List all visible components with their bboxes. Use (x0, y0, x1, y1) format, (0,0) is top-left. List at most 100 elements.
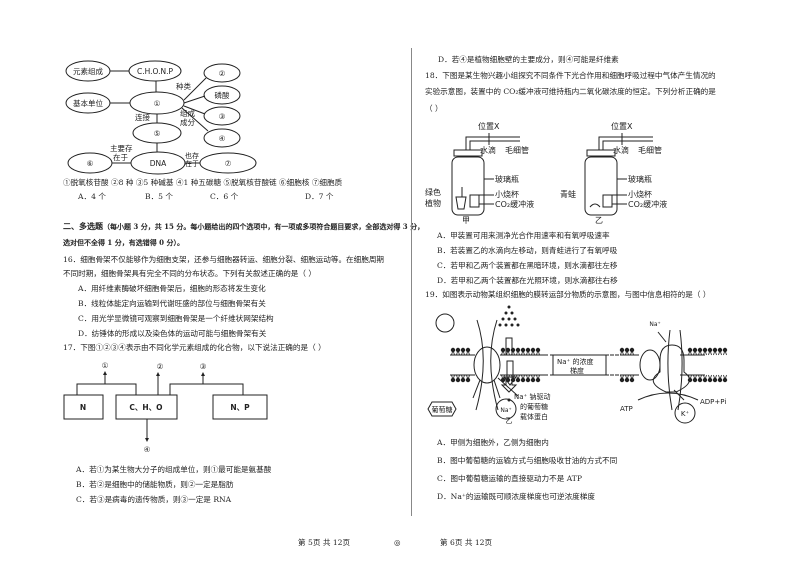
lipid-tail (531, 374, 535, 381)
lipid-tail (698, 374, 702, 381)
label-drop: 水滴 (480, 145, 496, 155)
lipid-tail (620, 374, 624, 381)
lipid-tail (501, 349, 505, 356)
node-6: ⑥ (87, 159, 94, 168)
lipid-tail (451, 349, 455, 356)
label-frog: 青蛙 (560, 189, 576, 199)
label-atp: ATP (620, 405, 633, 413)
lipid-tail (526, 349, 530, 356)
lipid-tail (630, 374, 634, 381)
label-also1: 也存 (185, 151, 199, 160)
lipid-tail (506, 374, 510, 381)
footer-page-5: 第 5页 共 12页 (298, 538, 351, 547)
lipid-tail (708, 349, 712, 356)
label-component1: 组成 (180, 108, 195, 118)
label-3: ③ (200, 362, 207, 371)
q15-option-d[interactable]: D．7 个 (305, 192, 334, 201)
lipid-tail (713, 349, 717, 356)
q19-option-a[interactable]: A．甲侧为细胞外，乙侧为细胞内 (437, 438, 549, 447)
lipid-tail (693, 349, 697, 356)
node-chonp: C.H.O.N.P (137, 67, 173, 76)
lipid-tail (713, 374, 717, 381)
lipid-tail (718, 349, 722, 356)
node-phosphate: 磷酸 (215, 90, 230, 100)
label-mainly2: 在于 (113, 152, 128, 162)
q19-option-d[interactable]: D．Na⁺的运输既可顺浓度梯度也可逆浓度梯度 (437, 492, 595, 501)
node-3: ③ (219, 112, 226, 121)
q18-option-a[interactable]: A．甲装置可用来测净光合作用速率和有氧呼吸速率 (437, 231, 610, 240)
lipid-tail (516, 374, 520, 381)
lipid-tail (630, 349, 634, 356)
lipid-tail (516, 349, 520, 356)
label-plant-1: 绿色 (425, 187, 441, 197)
q18-stem-2: 实验示意图，装置中的 CO₂缓冲液可维持瓶内二氧化碳浓度的恒定。下列分析正确的是 (425, 87, 716, 96)
lipid-tail (461, 349, 465, 356)
box-cho: C、H、O (129, 403, 162, 412)
lipid-tail (456, 374, 460, 381)
q18-stem-3: （ ） (425, 104, 443, 113)
label-gradient-2: 梯度 (570, 366, 584, 375)
lipid-tail (536, 374, 540, 381)
q16-option-d[interactable]: D．纺锤体的形成以及染色体的运动可能与细胞骨架有关 (78, 329, 267, 338)
footer-page-6: 第 6页 共 12页 (440, 538, 493, 547)
label-2: ② (157, 362, 164, 371)
label-k: K⁺ (681, 410, 690, 418)
box-np: N、P (230, 403, 250, 412)
lipid-tail (703, 349, 707, 356)
label-jia: 甲 (506, 300, 513, 301)
q19-option-b[interactable]: B．图中葡萄糖的运输方式与细胞吸收甘油的方式不同 (437, 456, 618, 465)
label-mainly1: 主要存 (110, 143, 133, 153)
label-yi: 乙 (506, 417, 513, 425)
lipid-tail (723, 374, 727, 381)
q18-option-c[interactable]: C．若甲和乙两个装置都在黑暗环境，则水滴都往左移 (437, 261, 618, 270)
q16-option-b[interactable]: B．线粒体能定向运输到代谢旺盛的部位与细胞骨架有关 (78, 299, 266, 308)
column-divider (411, 48, 412, 516)
q16-option-a[interactable]: A．用纤维素酶破坏细胞骨架后，细胞的形态将发生变化 (78, 284, 266, 293)
lipid-tail (703, 374, 707, 381)
q17-option-a[interactable]: A．若①为某生物大分子的组成单位，则①最可能是氨基酸 (76, 465, 272, 474)
label-capillary-2: 毛细管 (638, 145, 662, 155)
lipid-tail (723, 349, 727, 356)
q18-option-d[interactable]: D．若甲和乙两个装置都在光照环境，则水滴都往右移 (437, 276, 618, 285)
q19-option-c[interactable]: C．图中葡萄糖运输的直接驱动力不是 ATP (437, 474, 582, 483)
q15-option-c[interactable]: C．6 个 (210, 192, 239, 201)
particles (498, 305, 520, 402)
box-n: N (80, 403, 86, 412)
q18-stem-1: 18．下图是某生物兴趣小组探究不同条件下光合作用和细胞呼吸过程中气体产生情况的 (425, 71, 716, 80)
lipid-tail (521, 374, 525, 381)
lipid-tail (466, 349, 470, 356)
section-desc2: 选对但不全得 1 分，有选错得 0 分）。 (63, 238, 184, 247)
q16-option-c[interactable]: C．用光学显微镜可观察到细胞骨架是一个纤维状网架结构 (78, 314, 274, 323)
label-adp: ADP+Pi (700, 398, 726, 406)
lipid-tail (456, 349, 460, 356)
label-buffer: CO₂缓冲液 (495, 199, 534, 209)
label-carrier-3: 载体蛋白 (520, 412, 548, 421)
q19-stem: 19．如图表示动物某组织细胞的膜转运部分物质的示意图，与图中信息相符的是（ ） (425, 290, 711, 299)
lipid-tail (466, 374, 470, 381)
q15-option-b[interactable]: B．5 个 (145, 192, 174, 201)
lipid-tail (506, 349, 510, 356)
q17-option-d[interactable]: D．若④是植物细胞壁的主要成分，则④可能是纤维素 (438, 55, 619, 64)
label-na-inside: Na⁺ (500, 407, 511, 414)
q18-option-b[interactable]: B．若装置乙的水滴向左移动，则青蛙进行了有氧呼吸 (437, 246, 618, 255)
lipid-tail (526, 374, 530, 381)
q17-option-b[interactable]: B．若②是细胞中的储能物质，则②一定是脂肪 (76, 480, 234, 489)
node-1: ① (154, 99, 161, 108)
node-2: ② (219, 69, 226, 78)
q18-apparatus-diagram: 位置X 水滴 毛细管 玻璃瓶 小烧杯 CO₂缓冲液 绿色 植物 甲 位置X 水滴… (425, 121, 667, 225)
label-1: ① (102, 361, 109, 370)
section-desc1: （每小题 3 分，共 15 分。每小题给出的四个选项中，有一项或多项符合题目要求… (103, 222, 425, 231)
lipid-tail (521, 349, 525, 356)
node-7: ⑦ (225, 159, 232, 168)
label-kind: 种类 (176, 81, 191, 91)
lipid-tail (708, 374, 712, 381)
lipid-tail (688, 374, 692, 381)
label-drop-2: 水滴 (613, 145, 629, 155)
section-header: 二、多选题（每小题 3 分，共 15 分。每小题给出的四个选项中，有一项或多项符… (63, 221, 424, 232)
q15-items: ①脱氧核苷酸 ②8 种 ③5 种碱基 ④1 种五碳糖 ⑤脱氧核苷酸链 ⑥细胞核 … (63, 178, 343, 187)
label-position-x: 位置X (478, 121, 500, 131)
label-gradient-1: Na⁺ 的浓度 (557, 357, 593, 366)
q17-option-c[interactable]: C．若③是病毒的遗传物质，则③一定是 RNA (76, 495, 232, 504)
q15-option-a[interactable]: A．4 个 (78, 192, 106, 201)
